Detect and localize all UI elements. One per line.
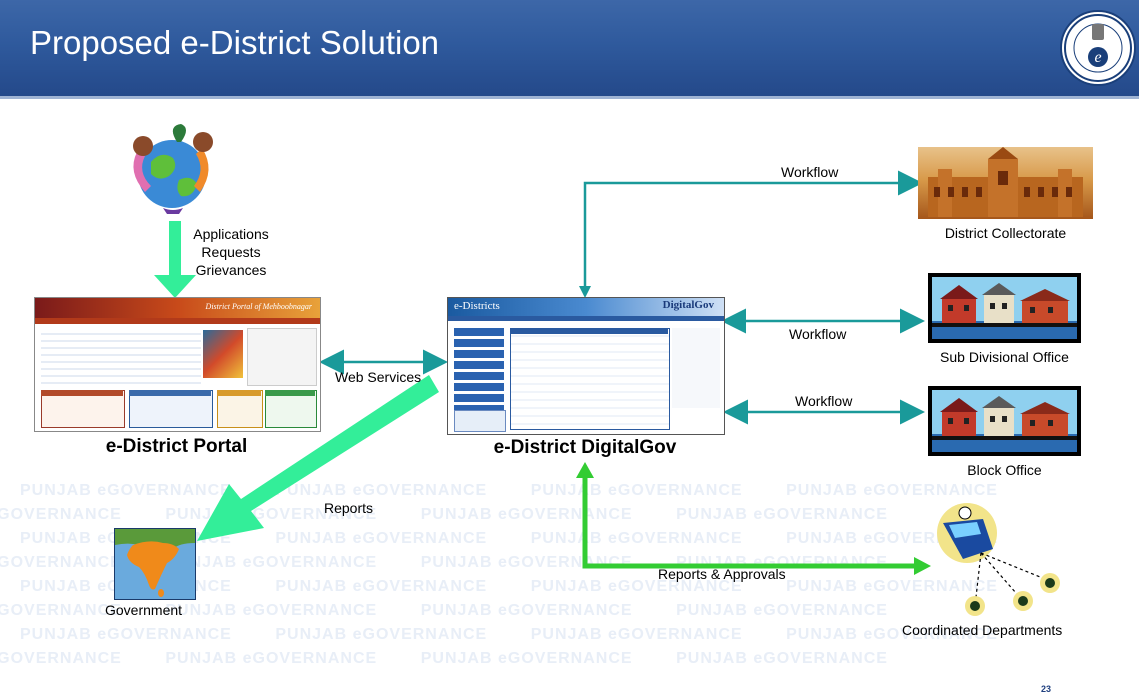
- departments-node: [925, 503, 1095, 620]
- workflow-collectorate-arrow: [579, 170, 923, 298]
- watermark-background: PUNJAB eGOVERNANCE PUNJAB eGOVERNANCE PU…: [0, 482, 998, 667]
- digitalgov-label: e-District DigitalGov: [493, 437, 677, 458]
- government-node: [114, 528, 196, 600]
- svg-text:e: e: [1094, 49, 1101, 66]
- digitalgov-banner: e-Districts DigitalGov: [448, 298, 724, 316]
- grievances-label: Grievances: [195, 262, 267, 278]
- requests-label: Requests: [201, 244, 261, 260]
- workflow-block-label: Workflow: [795, 393, 853, 409]
- seal-emblem-icon: e: [1064, 14, 1132, 82]
- reports-approvals-arrow: [576, 462, 931, 575]
- government-label: Government: [105, 602, 183, 618]
- citizens-globe-icon: [133, 124, 213, 214]
- subdivisional-photo: [928, 273, 1081, 343]
- portal-banner: District Portal of Mehboobnagar: [35, 298, 320, 318]
- workflow-subdivisional-label: Workflow: [789, 326, 847, 342]
- digitalgov-screenshot: e-Districts DigitalGov: [447, 297, 725, 435]
- departments-label: Coordinated Departments: [902, 622, 1063, 638]
- harbor-town-icon: [932, 390, 1077, 452]
- portal-label: e-District Portal: [105, 436, 248, 457]
- web-services-label: Web Services: [335, 369, 422, 385]
- collectorate-photo: [918, 147, 1093, 219]
- title-rule: [0, 96, 1139, 99]
- harbor-town-icon: [932, 277, 1077, 339]
- portal-banner-title: District Portal of Mehboobnagar: [205, 302, 312, 311]
- applications-label: Applications: [193, 226, 269, 242]
- citizens-to-portal-arrow: [154, 221, 196, 298]
- subdivisional-label: Sub Divisional Office: [940, 349, 1069, 365]
- india-map-icon: [115, 529, 195, 599]
- reports-arrow: [197, 375, 439, 541]
- page-number: 23: [1041, 684, 1052, 694]
- digitalgov-brand: DigitalGov: [662, 299, 714, 311]
- grievance-image: [203, 330, 243, 378]
- government-seal-logo: e: [1060, 10, 1136, 86]
- title-bar: Proposed e-District Solution e: [0, 0, 1139, 96]
- block-office-label: Block Office: [967, 462, 1042, 478]
- block-office-photo: [928, 386, 1081, 456]
- reports-approvals-label: Reports & Approvals: [658, 566, 786, 582]
- network-departments-icon: [937, 503, 1060, 616]
- reports-label: Reports: [324, 500, 374, 516]
- slide-title: Proposed e-District Solution: [30, 24, 440, 61]
- building-icon: [928, 147, 1083, 217]
- workflow-collectorate-label: Workflow: [781, 164, 839, 180]
- portal-screenshot: District Portal of Mehboobnagar: [34, 297, 321, 432]
- watermark-text: PUNJAB eGOVERNANCE: [20, 482, 232, 499]
- collectorate-label: District Collectorate: [944, 225, 1067, 241]
- citizens-node: [117, 122, 222, 214]
- digitalgov-banner-title: e-Districts: [454, 300, 500, 312]
